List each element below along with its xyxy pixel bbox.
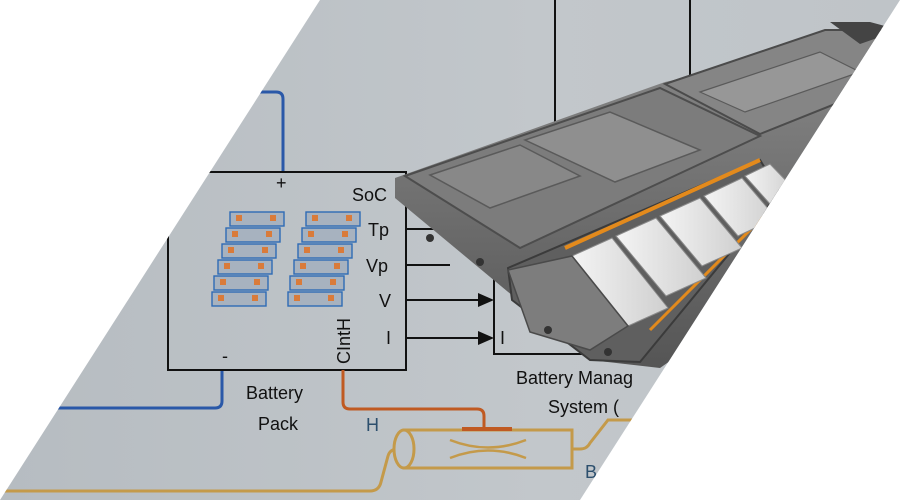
bms-port-i: I	[500, 328, 505, 348]
electrical-wire-positive	[180, 90, 285, 172]
bms-title-1: Battery Manag	[516, 368, 633, 388]
battery-pack-title-1: Battery	[246, 383, 303, 403]
plus-terminal: +	[276, 173, 287, 193]
port-i: I	[386, 328, 391, 348]
port-v: V	[379, 291, 391, 311]
port-soc: SoC	[352, 185, 387, 205]
heat-exchanger-icon	[392, 427, 574, 470]
minus-terminal: -	[222, 346, 228, 366]
b-label: B	[585, 462, 597, 482]
battery-pack-block[interactable]	[167, 171, 407, 371]
battery-pack-title-2: Pack	[258, 414, 299, 434]
electrical-wire-negative	[40, 370, 224, 410]
port-tp: Tp	[368, 220, 389, 240]
port-vp: Vp	[366, 256, 388, 276]
port-cinth: CIntH	[334, 318, 354, 364]
thermal-wire	[341, 370, 486, 428]
bms-title-2: System (	[548, 397, 619, 417]
thermal-label: H	[366, 415, 379, 435]
fluid-pipe-right	[572, 418, 700, 451]
